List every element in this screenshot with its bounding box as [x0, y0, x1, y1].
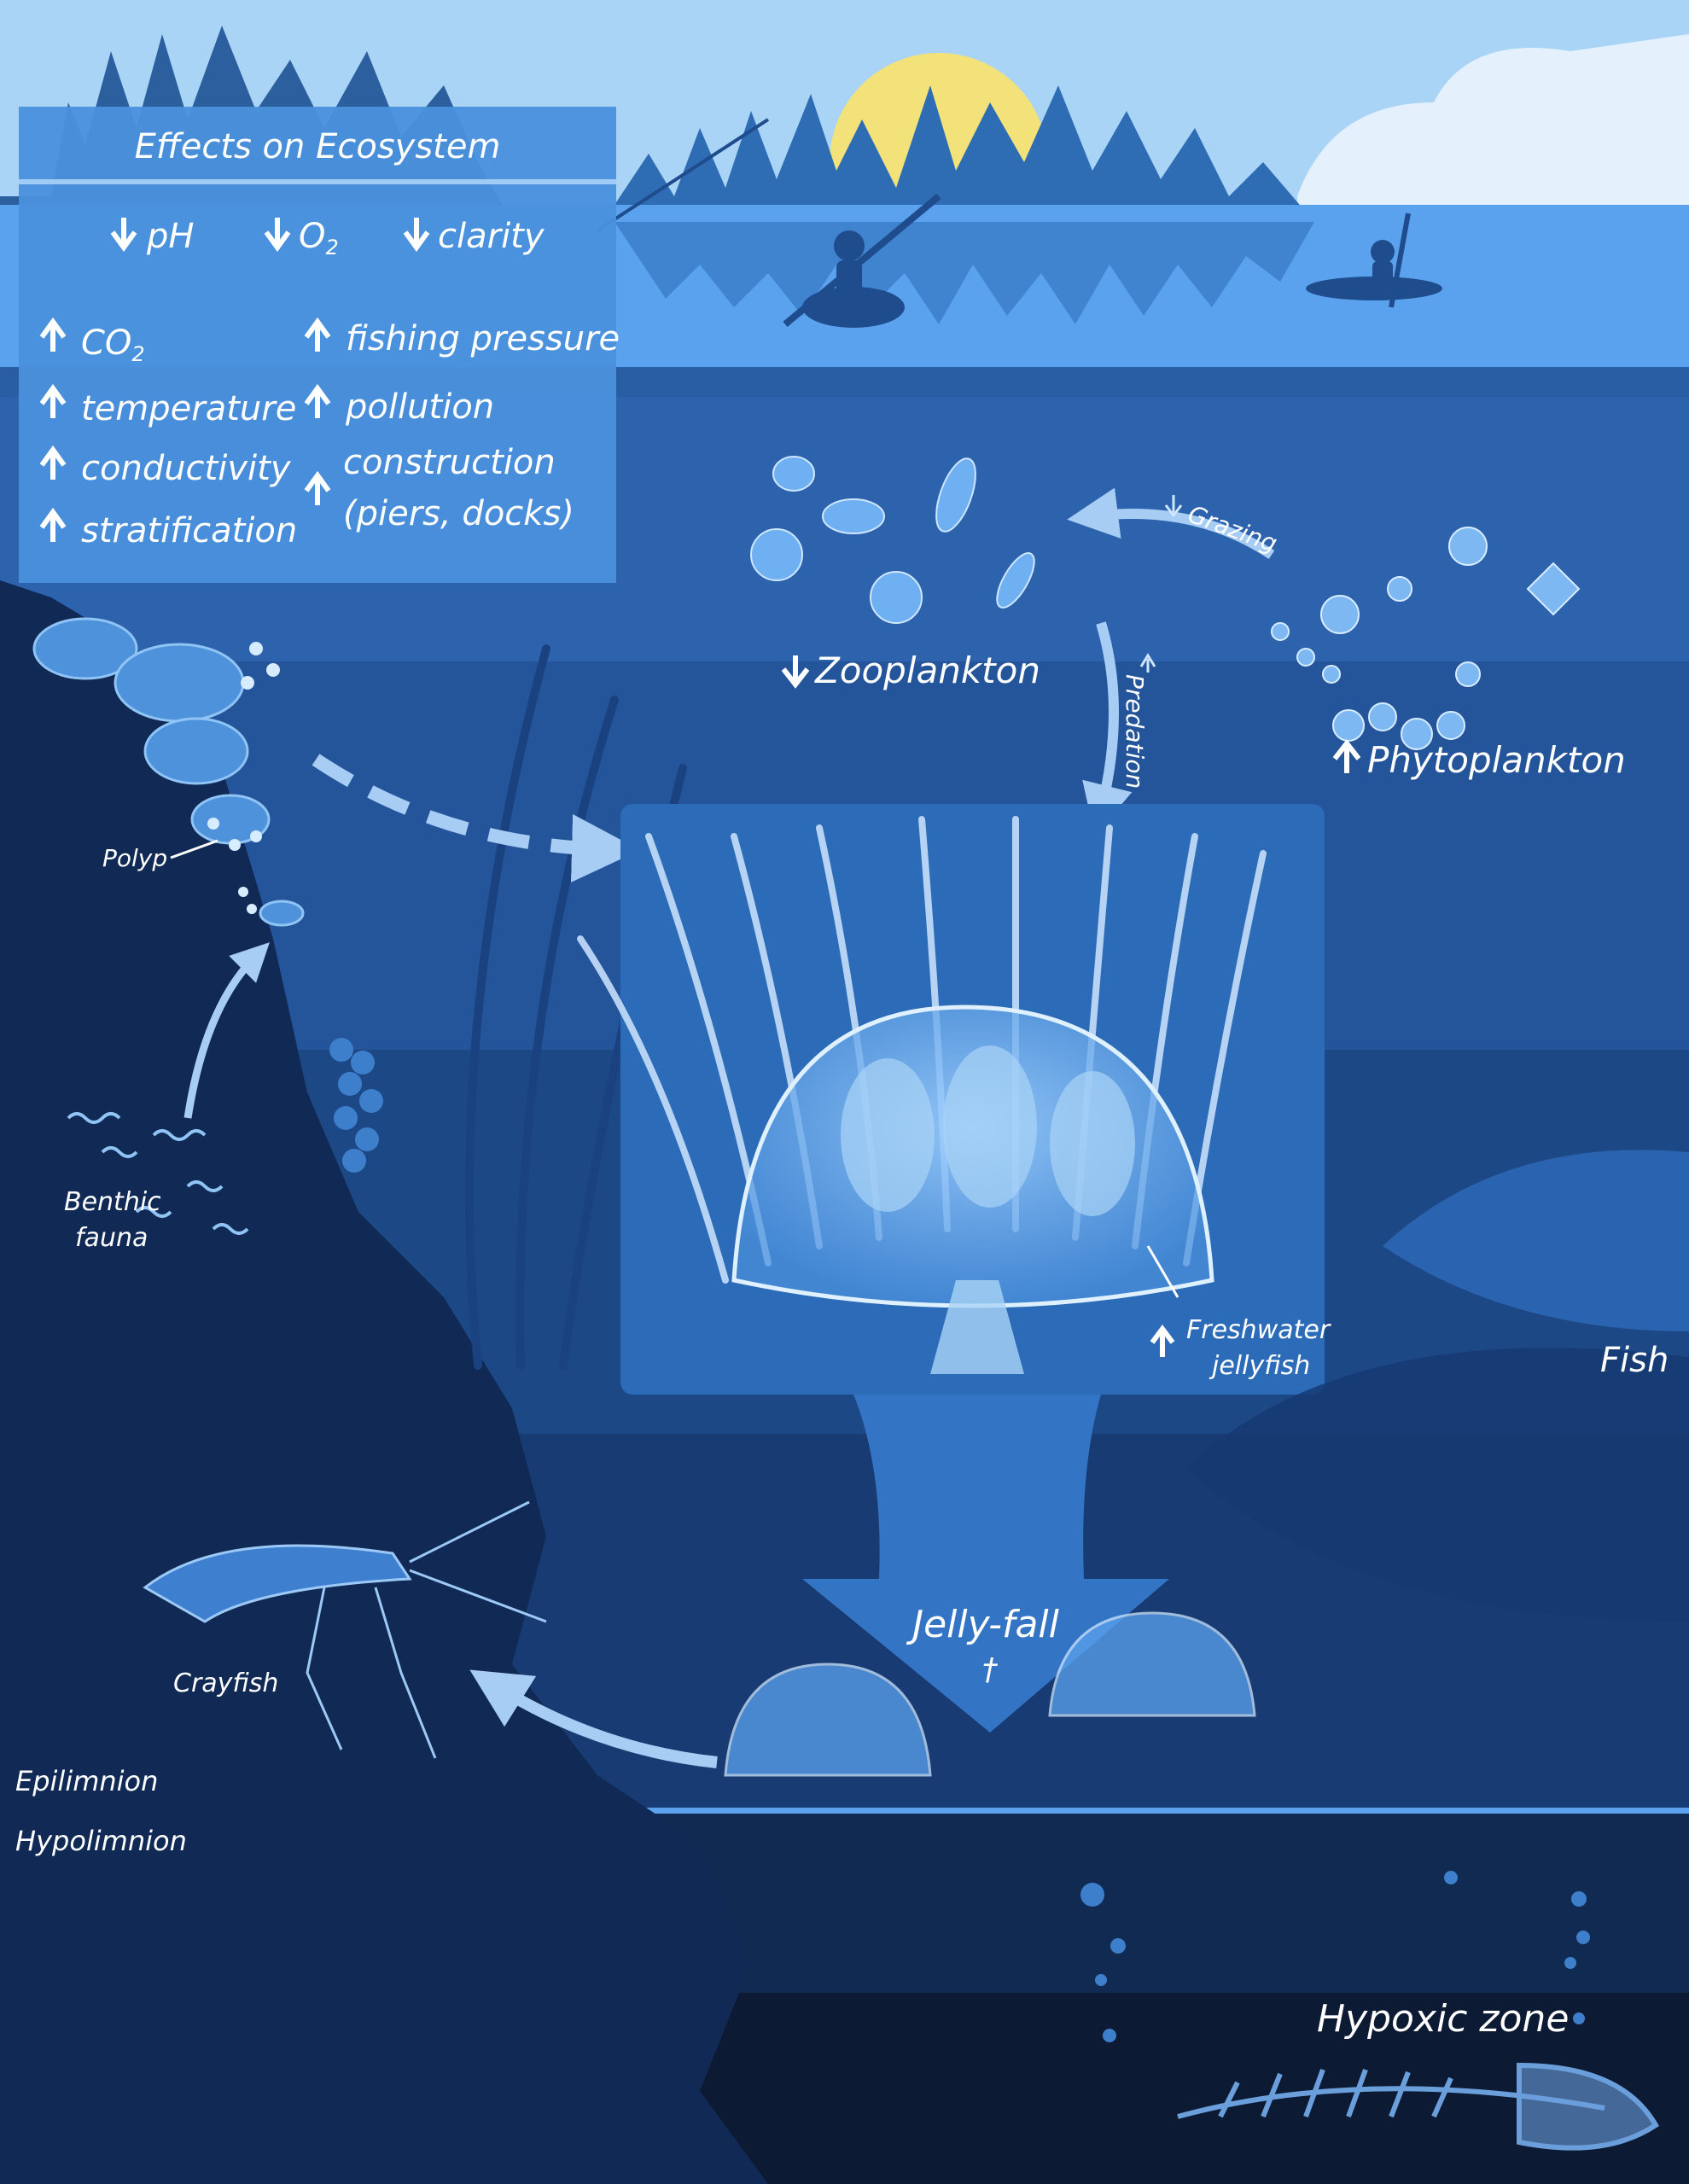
up-arrow-icon — [39, 317, 67, 352]
down-arrow-icon — [110, 218, 137, 253]
label-jelly-fall: Jelly-fall — [906, 1603, 1060, 1646]
increase-construction-detail: (piers, docks) — [343, 494, 574, 533]
label-zooplankton: Zooplankton — [814, 649, 1040, 691]
up-arrow-icon — [304, 383, 331, 418]
mussel-cluster — [32, 617, 305, 927]
predation-up-icon — [1139, 653, 1156, 673]
label-hypolimnion: Hypolimnion — [15, 1825, 187, 1857]
polyp-dots — [207, 642, 280, 914]
egg-cluster — [329, 1038, 383, 1173]
label-jellyfish: jellyfish — [1209, 1351, 1310, 1381]
label-benthic-line2: fauna — [75, 1223, 148, 1253]
thermocline-line — [0, 1808, 1689, 1814]
fishing-rod — [596, 118, 770, 232]
grazing-down-icon — [1164, 495, 1183, 518]
up-arrow-icon — [39, 507, 67, 542]
phytoplankton-cluster — [1271, 527, 1581, 750]
label-predation: Predation — [1121, 674, 1149, 789]
up-arrow-icon — [39, 445, 67, 480]
kayaker-1 — [783, 193, 941, 328]
label-freshwater: Freshwater — [1186, 1315, 1331, 1345]
increase-pollution: pollution — [345, 387, 494, 427]
panel-title: Effects on Ecosystem — [135, 127, 501, 166]
tree-reflection — [614, 222, 1314, 324]
jellyfish-gonads — [841, 1045, 1135, 1216]
down-arrow-icon — [264, 218, 291, 253]
cloud — [1297, 34, 1689, 222]
increase-conductivity: conductivity — [81, 449, 292, 488]
decrease-ph: pH — [146, 217, 194, 256]
increase-co2: CO2 — [81, 323, 145, 366]
zooplankton-cluster — [750, 456, 1035, 624]
up-arrow-icon — [39, 383, 67, 418]
fish-skeleton — [1177, 2062, 1659, 2151]
up-arrow-icon — [304, 470, 331, 505]
decrease-o2: O2 — [299, 217, 339, 259]
label-fish: Fish — [1600, 1341, 1669, 1380]
bubbles — [1080, 1871, 1590, 2042]
up-arrow-icon — [304, 317, 331, 352]
increase-construction: construction — [343, 443, 556, 482]
decrease-clarity: clarity — [438, 217, 545, 256]
fallen-jellyfish-right — [1048, 1611, 1256, 1717]
label-epilimnion: Epilimnion — [15, 1765, 158, 1797]
increase-temperature: temperature — [81, 389, 296, 428]
label-crayfish: Crayfish — [173, 1669, 278, 1698]
increase-left-column: CO2 temperature conductivity stratificat… — [39, 317, 297, 550]
crayfish — [143, 1500, 547, 1759]
benthic-to-polyp-arrow — [183, 942, 270, 1119]
polyp-to-jellyfish-arrow — [312, 754, 640, 882]
effects-panel: Effects on Ecosystem pH O2 clarity CO2 t… — [19, 107, 620, 583]
predation-arrow — [1082, 621, 1133, 836]
phytoplankton-up-icon — [1332, 739, 1361, 773]
fish-shape — [1186, 1150, 1689, 1622]
benthic-fauna — [67, 1112, 249, 1235]
lake-shore-slope — [0, 580, 768, 2184]
increase-right-column: fishing pressure pollution construction … — [304, 317, 620, 533]
down-arrow-icon — [403, 218, 430, 253]
kayaker-2 — [1306, 213, 1442, 308]
polyp-pointer — [170, 839, 218, 859]
label-hypoxic-zone: Hypoxic zone — [1317, 1997, 1569, 2041]
jellyfish-manubrium — [930, 1280, 1024, 1374]
increase-fishing-pressure: fishing pressure — [346, 319, 620, 358]
label-phytoplankton: Phytoplankton — [1367, 739, 1626, 781]
label-polyp: Polyp — [102, 844, 167, 872]
treeline-far — [614, 85, 1314, 222]
increase-stratification: stratification — [81, 511, 297, 550]
jellyfish-pointer — [1146, 1245, 1179, 1298]
fallen-jellyfish-left — [724, 1663, 932, 1777]
decrease-row: pH O2 clarity — [110, 217, 545, 259]
grazing-arrow — [1067, 487, 1275, 559]
label-benthic-line1: Benthic — [64, 1187, 161, 1217]
jellyfish-up-icon — [1150, 1325, 1175, 1357]
jellyfall-to-crayfish-arrow — [469, 1669, 718, 1768]
label-dagger: † — [982, 1652, 999, 1687]
zooplankton-down-icon — [781, 655, 810, 689]
